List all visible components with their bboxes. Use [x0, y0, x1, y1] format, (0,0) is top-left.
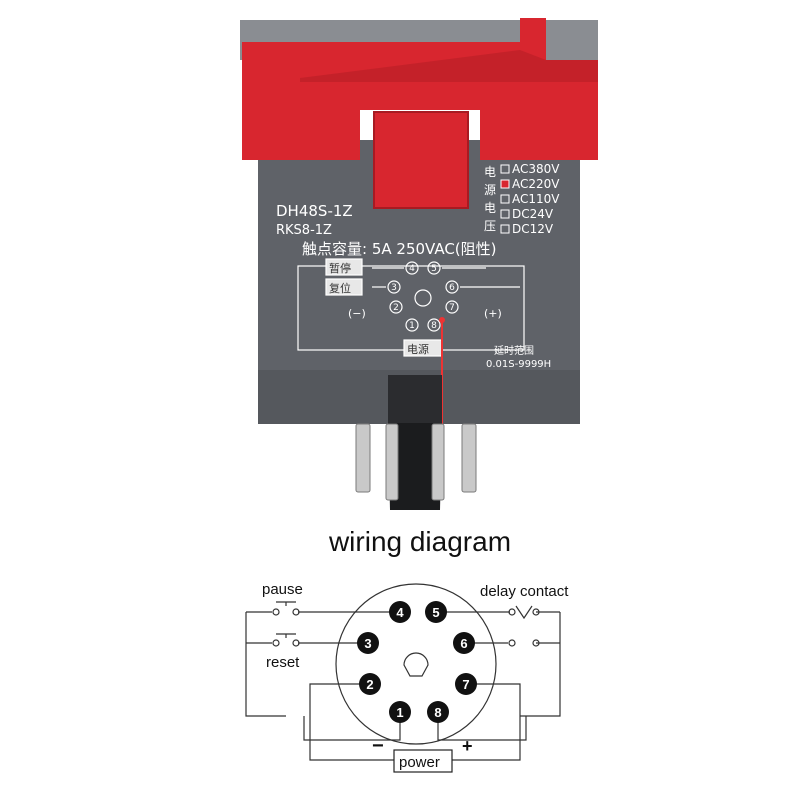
- red-tab: [373, 111, 469, 209]
- model-line1: DH48S-1Z: [276, 202, 353, 220]
- pin-4: 4: [409, 264, 415, 274]
- voltage-header-char-3: 电: [484, 201, 496, 215]
- pin-7: 7: [449, 303, 455, 313]
- caption: wiring diagram: [328, 526, 511, 557]
- diagram-pin-8-label: 8: [434, 705, 441, 720]
- voltage-option: DC24V: [512, 207, 554, 221]
- center-post: [388, 423, 442, 510]
- minus-label: (−): [348, 307, 366, 320]
- voltage-selector: 电 源 电 压 AC380V AC220V AC110V DC24V DC12V: [484, 162, 560, 236]
- delay-range-value: 0.01S-9999H: [486, 359, 551, 370]
- diagram-pin-1-label: 1: [396, 705, 403, 720]
- device-pins: [355, 423, 477, 501]
- pin-6: 6: [449, 283, 455, 293]
- delay-range-label: 延时范围: [494, 344, 534, 357]
- pin-8: 8: [431, 321, 437, 331]
- minus-sign: −: [372, 735, 384, 757]
- housing-wiring-diagram: [297, 258, 525, 357]
- contact-rating: 触点容量: 5A 250VAC(阻性): [302, 240, 497, 258]
- power-box: [393, 749, 453, 773]
- diagram-pin-5: [425, 601, 447, 623]
- diagram-pin-2-label: 2: [366, 677, 373, 692]
- socket-pins: [357, 601, 477, 723]
- voltage-header-char-4: 压: [484, 219, 496, 233]
- pause-label-en: pause: [262, 581, 303, 598]
- voltage-option: DC12V: [512, 222, 554, 236]
- voltage-header-char-1: 电: [484, 165, 496, 179]
- voltage-option: AC380V: [512, 162, 560, 176]
- power-label: 电源: [407, 342, 429, 356]
- center-key: [403, 652, 429, 677]
- voltage-option: AC220V: [512, 177, 560, 191]
- diagram-pin-3-label: 3: [364, 636, 371, 651]
- diagram-pin-5-label: 5: [432, 605, 439, 620]
- diagram-pin-6-label: 6: [460, 636, 467, 651]
- socket-outline: [335, 583, 497, 745]
- diagram-pin-7-label: 7: [462, 677, 469, 692]
- pause-label-box: [325, 258, 363, 276]
- diagram-pin-8: [427, 701, 449, 723]
- plus-label: (+): [484, 307, 502, 320]
- diagram-pin-3: [357, 632, 379, 654]
- diagram-pin-7: [455, 673, 477, 695]
- diagram-pin-1: [389, 701, 411, 723]
- pause-label: 暂停: [329, 261, 351, 275]
- plus-sign: +: [462, 736, 473, 756]
- pin-5: 5: [431, 264, 437, 274]
- reset-label-en: reset: [266, 654, 300, 671]
- voltage-option: AC110V: [512, 192, 560, 206]
- power-label-en: power: [399, 754, 440, 771]
- voltage-header-char-2: 源: [484, 183, 496, 197]
- pin-1: 1: [409, 321, 415, 331]
- diagram-pin-2: [359, 673, 381, 695]
- time-relay-device: DH48S-1Z RKS8-1Z 触点容量: 5A 250VAC(阻性) 电 源…: [240, 18, 598, 510]
- key-slot: [388, 375, 442, 423]
- diagram-pin-6: [453, 632, 475, 654]
- delay-contact-label: delay contact: [480, 583, 569, 600]
- diagram-pin-4-label: 4: [396, 605, 404, 620]
- pin-3: 3: [391, 283, 397, 293]
- pin-2: 2: [393, 303, 399, 313]
- reset-label: 复位: [329, 281, 351, 295]
- reset-label-box: [325, 278, 363, 296]
- model-line2: RKS8-1Z: [276, 223, 332, 238]
- diagram-pin-4: [389, 601, 411, 623]
